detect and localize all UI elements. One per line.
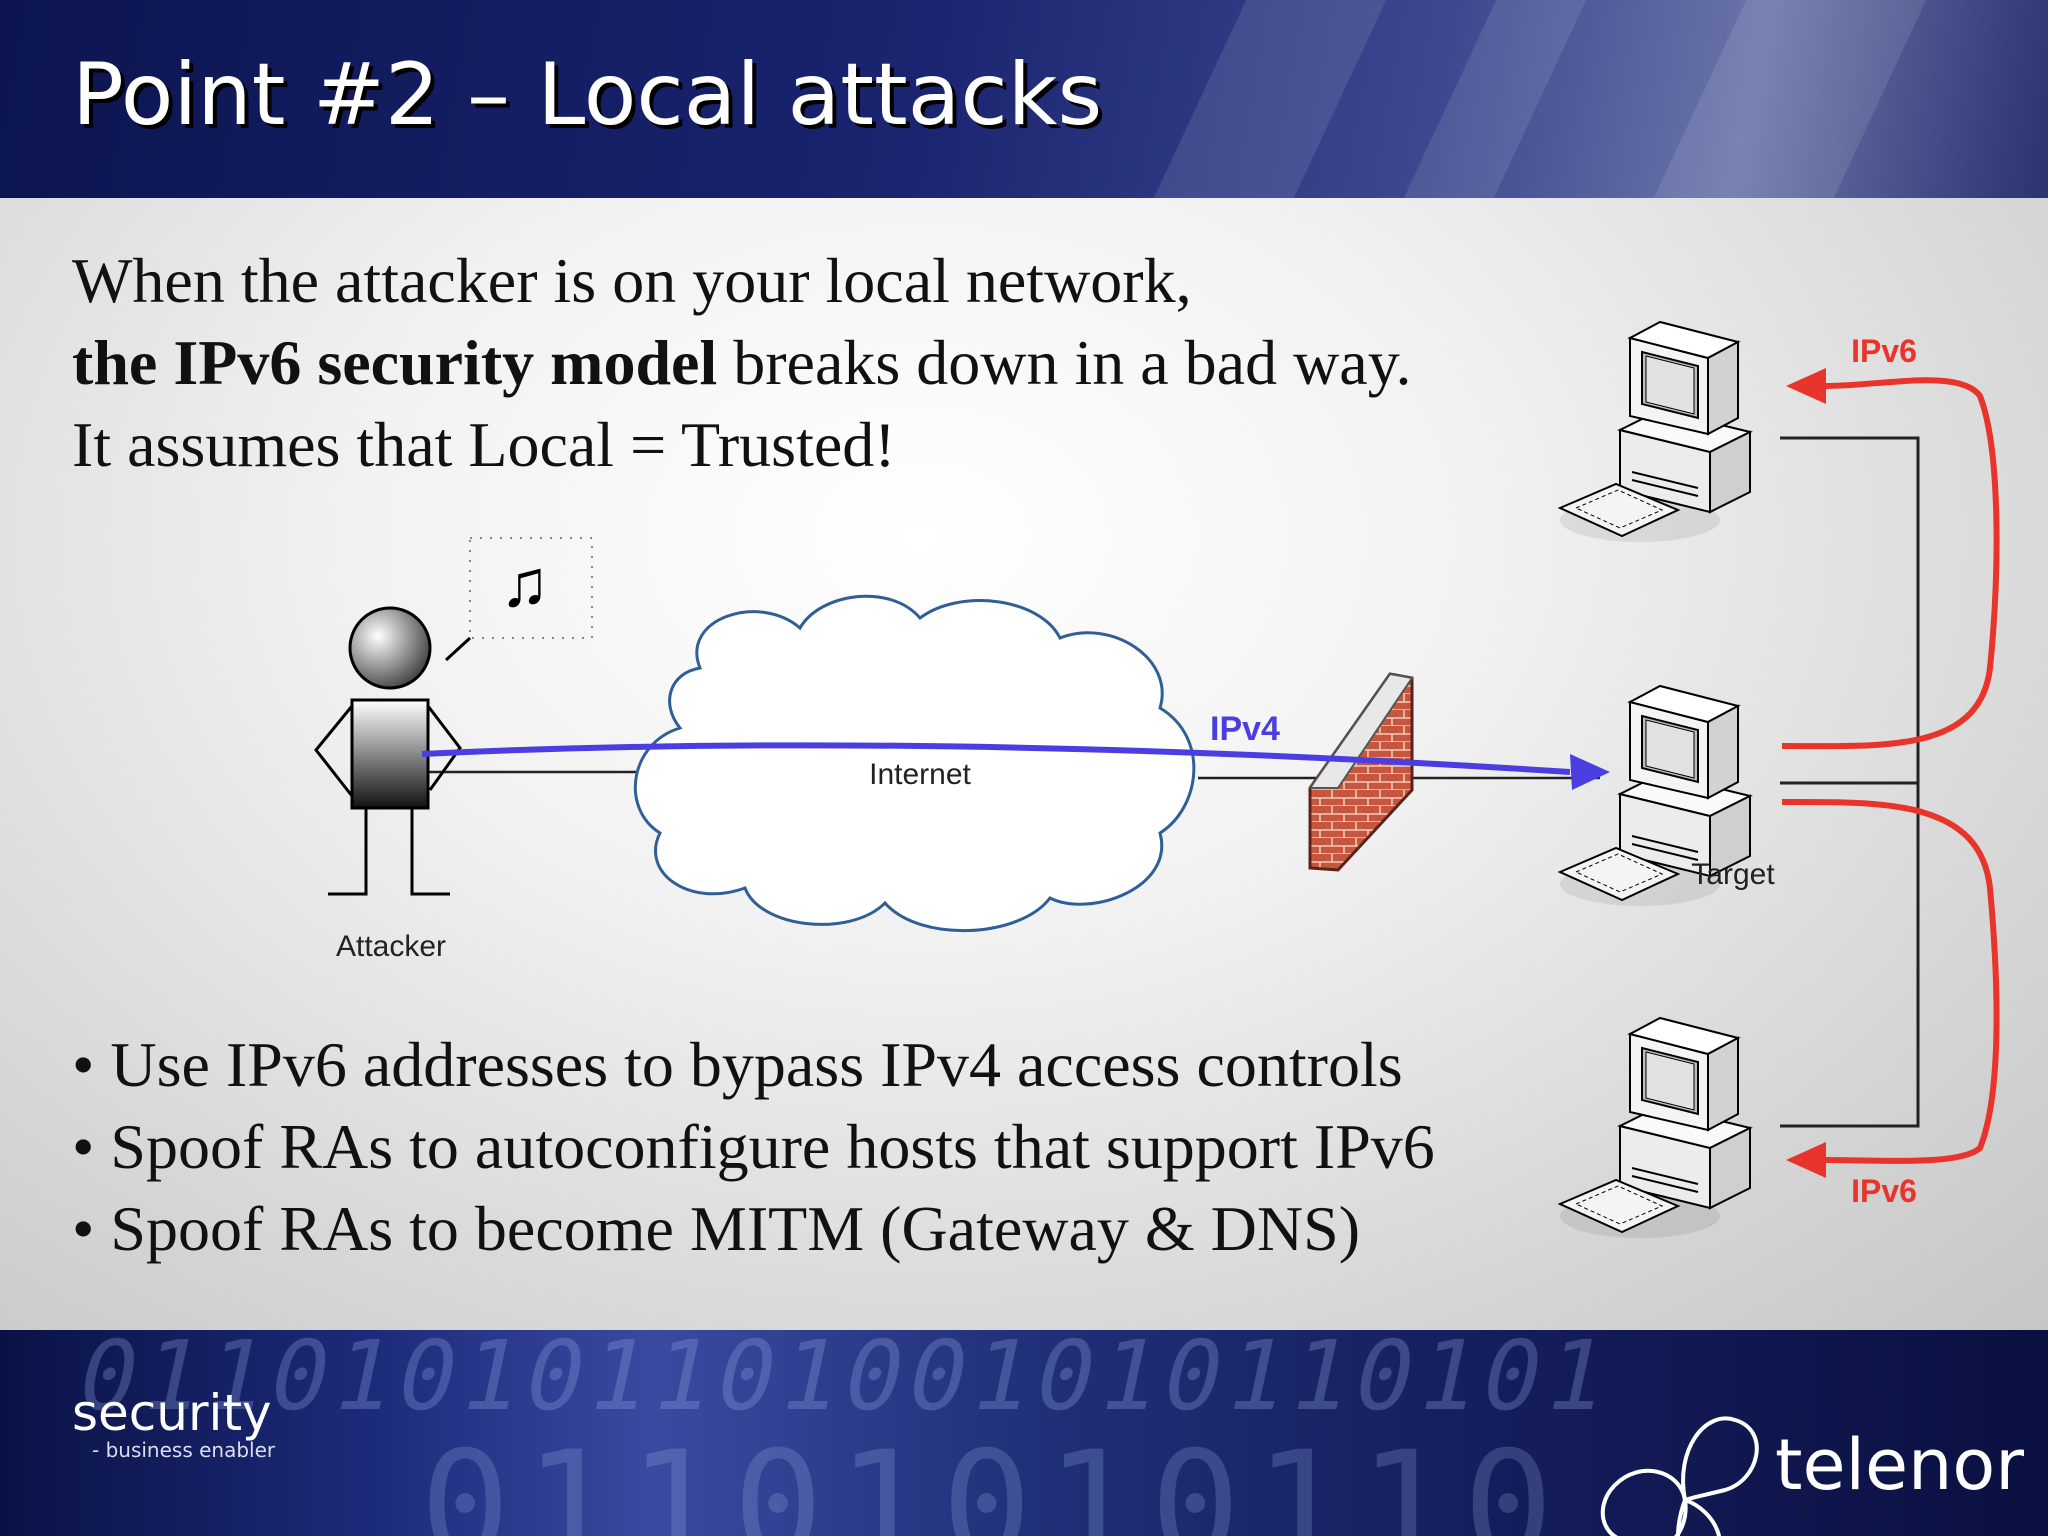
network-diagram: ♫ Attacker Internet IPv4 Target IPv6 IPv… bbox=[314, 321, 2000, 1239]
slide-footer: 011010101101001010110101 01101010110 sec… bbox=[0, 1330, 2048, 1536]
music-note-icon: ♫ bbox=[500, 546, 550, 620]
intro-line-3: It assumes that Local = Trusted! bbox=[72, 409, 896, 480]
binary-decoration: 011010101101001010110101 bbox=[68, 1330, 1624, 1432]
slide-title: Point #2 – Local attacks bbox=[72, 45, 1103, 145]
svg-text:♫: ♫ bbox=[500, 546, 550, 620]
attacker-label: Attacker bbox=[336, 930, 446, 963]
security-logo-tagline: - business enabler bbox=[92, 1438, 276, 1462]
ipv6-bottom-label: IPv6 bbox=[1851, 1173, 1917, 1209]
ipv6-arrow-top bbox=[1781, 368, 2000, 750]
list-item: Spoof RAs to autoconfigure hosts that su… bbox=[72, 1106, 1434, 1188]
network-links bbox=[420, 436, 1920, 1128]
intro-paragraph: When the attacker is on your local netwo… bbox=[72, 240, 1412, 486]
computer-icon bbox=[1559, 321, 1751, 543]
intro-line-2: the IPv6 security model breaks down in a… bbox=[72, 322, 1412, 404]
firewall-icon bbox=[1308, 672, 1414, 872]
binary-decoration: 01101010110 bbox=[420, 1420, 1568, 1536]
attacker-person-icon bbox=[314, 537, 593, 896]
ipv6-arrow-bottom bbox=[1781, 798, 2000, 1178]
list-item: Use IPv6 addresses to bypass IPv4 access… bbox=[72, 1024, 1435, 1106]
intro-line-2-rest: breaks down in a bad way. bbox=[717, 327, 1412, 398]
intro-line-1: When the attacker is on your local netwo… bbox=[72, 245, 1192, 316]
security-logo-text: security bbox=[72, 1384, 272, 1442]
ipv4-label: IPv4 bbox=[1210, 710, 1280, 748]
slide-header: Point #2 – Local attacks bbox=[0, 0, 2048, 198]
header-decoration bbox=[1403, 0, 1587, 198]
telenor-logo: telenor bbox=[1585, 1390, 2024, 1536]
ipv4-arrow bbox=[421, 742, 1610, 790]
list-item: Spoof RAs to become MITM (Gateway & DNS) bbox=[72, 1188, 1435, 1270]
computer-icon bbox=[1559, 1017, 1751, 1239]
bullet-list: Use IPv6 addresses to bypass IPv4 access… bbox=[72, 1024, 1435, 1270]
ipv6-top-label: IPv6 bbox=[1851, 333, 1917, 369]
internet-label: Internet bbox=[869, 758, 971, 791]
cloud-icon bbox=[633, 594, 1196, 933]
security-logo: security - business enabler bbox=[72, 1388, 275, 1462]
header-decoration bbox=[1153, 0, 1387, 198]
header-decoration bbox=[1653, 0, 1927, 198]
intro-line-2-bold: the IPv6 security model bbox=[72, 327, 718, 398]
telenor-propeller-icon bbox=[1600, 1416, 1759, 1536]
telenor-logo-text: telenor bbox=[1775, 1424, 2024, 1506]
target-label: Target bbox=[1691, 858, 1775, 891]
